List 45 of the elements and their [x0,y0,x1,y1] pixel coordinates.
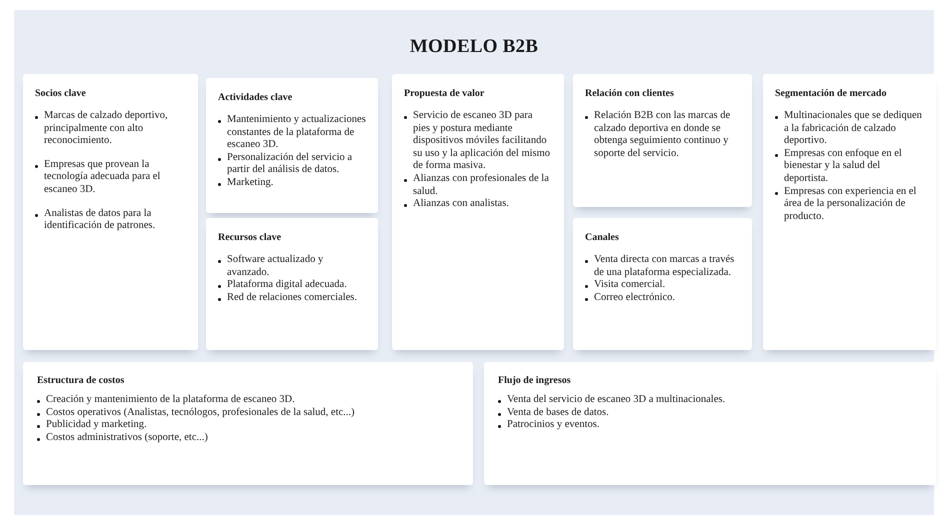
card-heading: Segmentación de mercado [775,88,888,99]
bullet-item: Personalización del servicio a partir del análisis de datos. [227,152,354,177]
card-heading: Canales [585,232,620,243]
canvas-card [573,74,752,207]
canvas-card [484,362,936,485]
bullet-item: Correo electrónico. [594,292,676,304]
canvas-card [23,74,198,350]
card-heading: Relación con clientes [585,88,675,99]
bullet-item: Costos administrativos (soporte, etc...) [46,432,208,444]
card-heading: Estructura de costos [37,375,126,386]
card-heading: Flujo de ingresos [498,375,572,386]
card-heading: Recursos clave [218,232,282,243]
bullet-item: Empresas con experiencia en el área de la personalización de producto. [784,186,918,224]
bullet-item: Creación y mantenimiento de la plataforma de escaneo 3D. [46,394,295,407]
bullet-item: Venta directa con marcas a través de una plataforma especializada. [594,254,736,280]
canvas-card [763,74,936,350]
canvas-card [23,362,473,485]
bullet-item: Marcas de calzado deportivo, principalmente con alto reconocimiento. [44,110,169,148]
bullet-item: Publicidad y marketing. [46,419,147,432]
bullet-item: Mantenimiento y actualizaciones constantes de la plataforma de escaneo 3D. [227,114,366,152]
bullet-item: Marketing. [227,176,274,190]
bullet-item: Servicio de escaneo 3D para pies y postura mediante dispositivos móviles facilitando su uso y la aplicación del mismo de forma masiva. [413,110,552,173]
bullet-item: Relación B2B con las marcas de calzado deportiva en donde se obtenga seguimiento continuo y soporte del servicio. [594,110,732,160]
bullet-item: Analistas de datos para la identificación de patrones. [44,208,156,233]
card-heading: Propuesta de valor [404,88,486,99]
bullet-item: Empresas que provean la tecnología adecuada para el escaneo 3D. [44,158,162,197]
bullet-item: Multinacionales que se dediquen a la fabricación de calzado deportivo. [784,110,923,148]
bullet-item: Costos operativos (Analistas, tecnólogos, profesionales de la salud, etc...) [46,406,355,420]
bullet-item: Venta de bases de datos. [507,406,609,420]
bullet-item: Alianzas con analistas. [413,198,509,211]
canvas-card [573,218,752,350]
canvas-card [392,74,564,350]
bullet-item: Alianzas con profesionales de la salud. [413,172,550,198]
bullet-item: Software actualizado y avanzado. [227,254,324,280]
diagram-title: MODELO B2B [410,36,538,58]
bullet-item: Red de relaciones comerciales. [227,292,358,304]
bullet-item: Venta del servicio de escaneo 3D a multinacionales. [507,394,726,407]
canvas-card [206,218,378,350]
card-heading: Socios clave [35,88,87,99]
canvas-card [206,78,378,213]
bullet-item: Empresas con enfoque en el bienestar y la salud del deportista. [784,148,903,186]
bullet-item: Plataforma digital adecuada. [227,279,347,292]
bullet-item: Patrocinios y eventos. [507,419,600,432]
card-heading: Actividades clave [218,92,294,103]
bullet-item: Visita comercial. [594,279,666,292]
